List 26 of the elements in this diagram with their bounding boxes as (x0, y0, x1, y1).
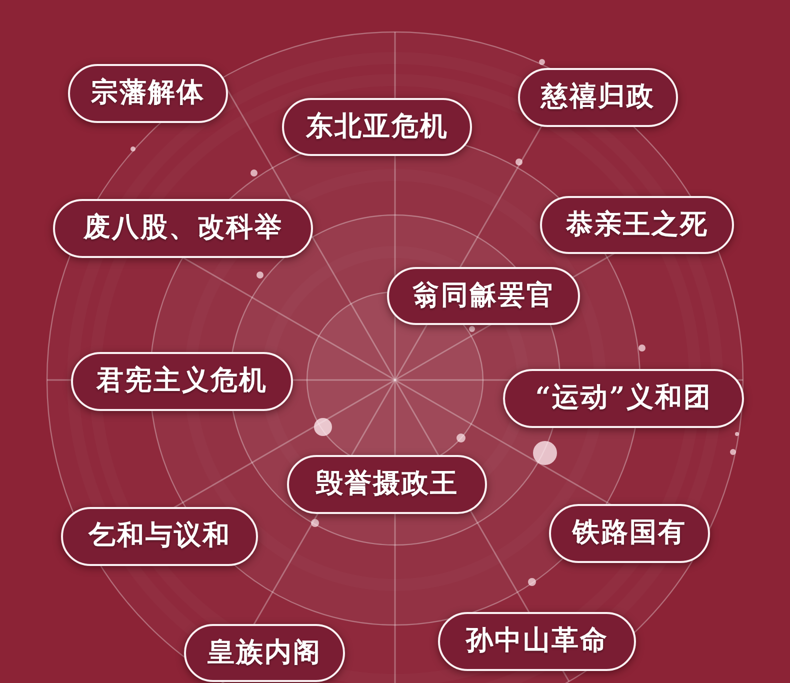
event-pill (68, 64, 228, 123)
event-label: 废八股、改科举 (83, 212, 283, 245)
event-pill (503, 369, 744, 428)
event-pill (53, 199, 313, 258)
event-pill (71, 352, 293, 411)
event-pill (282, 98, 472, 156)
event-label: 宗藩解体 (91, 77, 205, 110)
event-label: 东北亚危机 (306, 110, 448, 144)
event-pill (387, 267, 580, 325)
event-label: 毁誉摄政王 (316, 468, 458, 501)
event-label: 孙中山革命 (466, 625, 608, 658)
event-label: 君宪主义危机 (96, 365, 268, 398)
event-label: 铁路国有 (572, 517, 686, 550)
event-pill (438, 612, 636, 671)
event-label: 皇族内阁 (208, 636, 322, 670)
event-pill (549, 504, 710, 563)
event-label: “运动”义和团 (535, 382, 712, 415)
event-label: 翁同龢罢官 (412, 280, 555, 312)
event-pill (184, 624, 345, 682)
event-label: 乞和与议和 (88, 520, 231, 553)
event-pill (540, 196, 734, 254)
event-pill (61, 507, 258, 566)
event-pill (287, 455, 487, 514)
event-pill (518, 68, 678, 127)
event-label: 慈禧归政 (541, 81, 655, 114)
event-label: 恭亲王之死 (566, 208, 708, 242)
